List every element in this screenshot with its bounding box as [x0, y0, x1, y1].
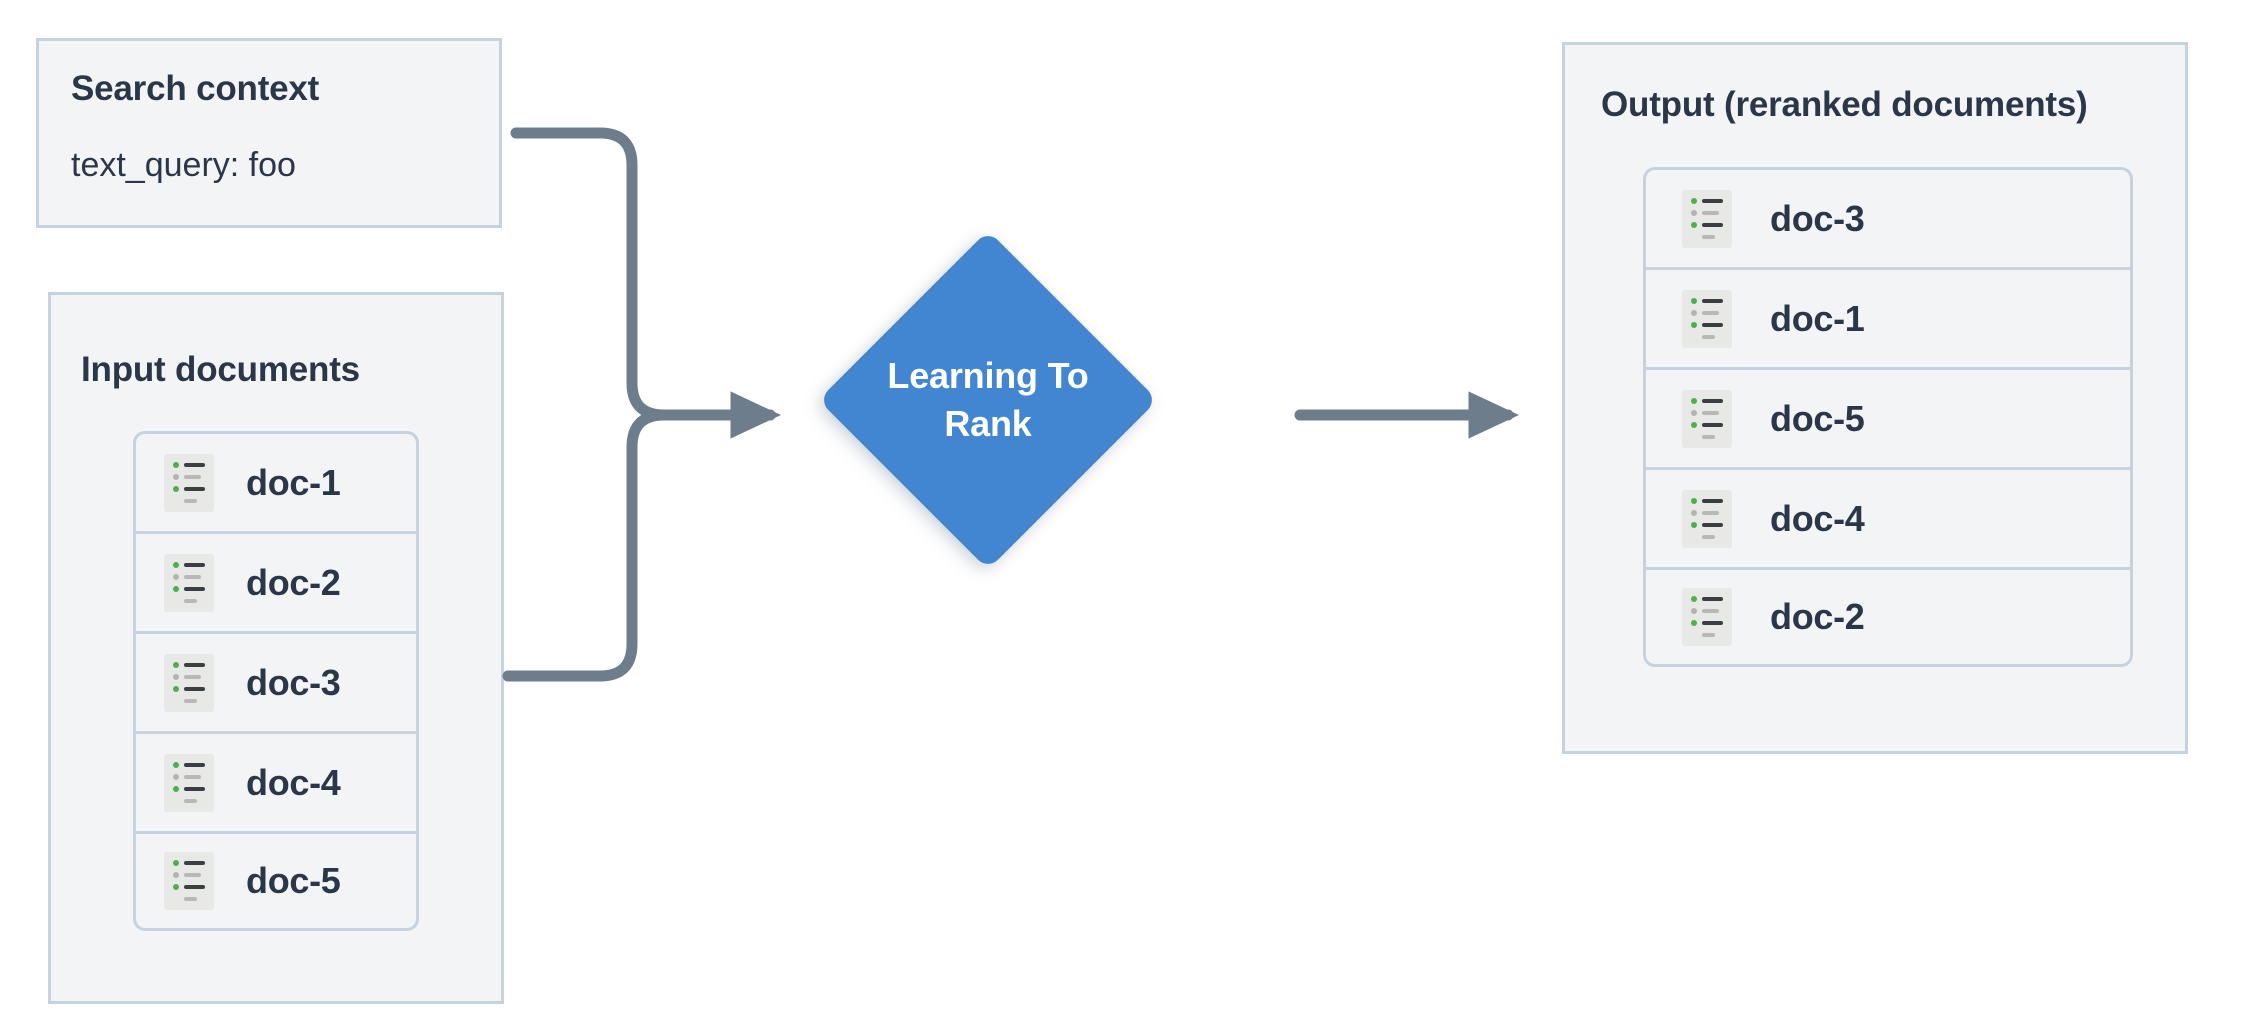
document-label: doc-2 [1770, 596, 1865, 637]
document-label: doc-4 [246, 761, 341, 803]
input-documents-title: Input documents [81, 350, 360, 389]
output-documents-title: Output (reranked documents) [1601, 85, 2088, 124]
document-label: doc-3 [246, 661, 341, 703]
document-list-icon [1682, 289, 1732, 348]
document-list-icon [1682, 489, 1732, 548]
search-context-text-query: text_query: foo [71, 146, 296, 184]
output-document-row[interactable]: doc-2 [1643, 567, 2133, 667]
document-label: doc-3 [1770, 197, 1865, 239]
document-label: doc-1 [246, 461, 341, 503]
output-document-list: doc-3 doc-1 doc-5 doc-4 doc-2 [1643, 167, 2133, 667]
output-document-row[interactable]: doc-1 [1643, 267, 2133, 367]
input-document-row[interactable]: doc-2 [133, 531, 419, 631]
input-document-row[interactable]: doc-1 [133, 431, 419, 531]
output-document-row[interactable]: doc-5 [1643, 367, 2133, 467]
connector-search-context-to-ltr [510, 127, 782, 439]
output-document-row[interactable]: doc-3 [1643, 167, 2133, 267]
input-document-list: doc-1 doc-2 doc-3 doc-4 doc-5 [133, 431, 419, 931]
document-list-icon [1682, 588, 1732, 646]
document-label: doc-1 [1770, 297, 1865, 339]
document-label: doc-5 [246, 860, 341, 901]
input-document-row[interactable]: doc-5 [133, 831, 419, 931]
learning-to-rank-node[interactable]: Learning To Rank [818, 230, 1158, 570]
document-list-icon [164, 753, 214, 812]
search-context-title: Search context [71, 69, 320, 108]
search-context-panel: Search context text_query: foo [36, 38, 502, 228]
document-label: doc-5 [1770, 397, 1865, 439]
document-list-icon [1682, 189, 1732, 248]
document-list-icon [1682, 389, 1732, 448]
document-list-icon [164, 653, 214, 712]
document-label: doc-2 [246, 561, 341, 603]
input-document-row[interactable]: doc-3 [133, 631, 419, 731]
document-label: doc-4 [1770, 497, 1865, 539]
document-list-icon [164, 553, 214, 612]
document-list-icon [164, 852, 214, 910]
output-document-row[interactable]: doc-4 [1643, 467, 2133, 567]
document-list-icon [164, 453, 214, 512]
connector-input-documents-to-ltr [502, 409, 776, 682]
learning-to-rank-label: Learning To Rank [887, 355, 1089, 444]
input-document-row[interactable]: doc-4 [133, 731, 419, 831]
